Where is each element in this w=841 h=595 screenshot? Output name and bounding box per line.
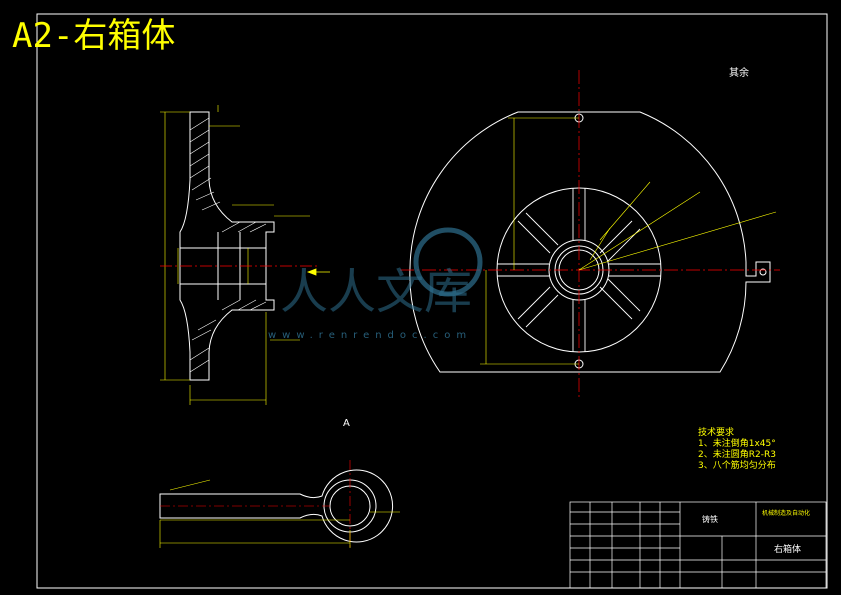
tech-heading: 技术要求	[698, 428, 735, 438]
drawing-border	[36, 13, 828, 589]
section-cut-marker	[306, 268, 330, 276]
detail-dimensions	[159, 479, 400, 548]
tech-item-1: 1、未注倒角1x45°	[698, 439, 776, 449]
detail-view-a	[159, 460, 394, 550]
watermark-logo	[413, 227, 483, 297]
surface-roughness-note: 其余	[729, 68, 749, 79]
watermark-text: 人人文库	[280, 264, 473, 320]
front-dimensions	[480, 117, 777, 365]
watermark-url: www.renrendoc.com	[268, 330, 473, 341]
title-block-part-name: 右箱体	[774, 545, 802, 555]
section-dimensions	[160, 105, 310, 405]
section-view	[179, 111, 275, 381]
title-block-school: 机械制造及自动化	[762, 510, 811, 517]
technical-requirements: 技术要求 1、未注倒角1x45° 2、未注圆角R2-R3 3、八个筋均匀分布	[698, 428, 776, 472]
title-block-material: 铸铁	[702, 515, 718, 524]
drawing-title: A2-右箱体	[12, 16, 176, 56]
tech-item-3: 3、八个筋均匀分布	[698, 461, 776, 471]
title-block	[569, 501, 827, 589]
tech-item-2: 2、未注圆角R2-R3	[698, 450, 776, 460]
view-label-a: A	[343, 418, 350, 429]
front-centerlines	[400, 70, 780, 400]
